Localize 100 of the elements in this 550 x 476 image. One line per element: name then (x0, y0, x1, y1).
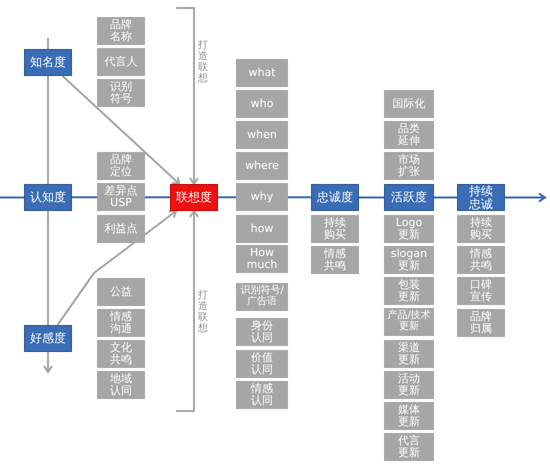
stage-box (24, 325, 72, 352)
highlight-box (170, 184, 218, 211)
box-label: 忠诚度 (316, 191, 354, 204)
arrow (176, 210, 199, 412)
box-label: 持续购买 (469, 217, 493, 241)
attribute-box (311, 246, 359, 274)
attribute-box (457, 277, 505, 305)
box-label: 包装更新 (397, 279, 421, 303)
arrow (43, 352, 53, 373)
attribute-box (97, 215, 145, 243)
attribute-box (97, 183, 145, 211)
connector-line (47, 76, 49, 184)
box-label: why (250, 191, 274, 203)
attribute-box (384, 90, 434, 118)
connector-line (288, 196, 311, 198)
stage-box (24, 49, 72, 76)
connector-line (72, 196, 97, 198)
box-label: 情感共鸣 (323, 248, 347, 272)
stage-box (457, 184, 505, 211)
attribute-box (384, 371, 434, 399)
attribute-box (97, 278, 145, 306)
connector-line (434, 196, 457, 198)
stage-box (311, 184, 359, 211)
connector-line (47, 38, 49, 49)
attribute-box (236, 318, 288, 346)
attribute-box (384, 277, 434, 305)
attribute-box (97, 152, 145, 180)
connector-line (359, 196, 384, 198)
attribute-box (236, 152, 288, 180)
box-label: 利益点 (104, 223, 138, 235)
box-label: Logo 更新 (394, 217, 424, 241)
attribute-box (236, 381, 288, 409)
box-label: 情感沟通 (109, 311, 133, 335)
connector-line (218, 196, 236, 198)
box-label: 情感共鸣 (469, 248, 493, 272)
connector-line (0, 196, 24, 198)
attribute-box (97, 48, 145, 76)
box-label: 公益 (109, 286, 133, 298)
box-label: 认知度 (29, 191, 67, 204)
attribute-box (236, 215, 288, 243)
attribute-box (457, 215, 505, 243)
box-label: 差异点USP (104, 185, 138, 209)
box-label: 渠道更新 (397, 342, 421, 366)
box-label: where (244, 160, 280, 172)
box-label: 媒体更新 (397, 404, 421, 428)
box-label: 品牌名称 (109, 19, 133, 43)
box-label: 品类延伸 (397, 123, 421, 147)
box-label: 品牌归属 (469, 311, 493, 335)
stage-box (384, 184, 434, 211)
attribute-box (384, 215, 434, 243)
box-label: 市场扩张 (397, 154, 421, 178)
attribute-box (97, 17, 145, 45)
box-label: 身份认同 (250, 320, 274, 344)
box-label: 活跃度 (390, 191, 428, 204)
attribute-box (236, 90, 288, 118)
attribute-box (384, 152, 434, 180)
attribute-box (384, 433, 434, 461)
box-label: 代言更新 (397, 435, 421, 459)
box-label: 价值认同 (250, 352, 274, 376)
box-label: how (250, 223, 274, 235)
edge-label: 打造联想 (198, 40, 208, 84)
box-label: 持续购买 (323, 217, 347, 241)
attribute-box (97, 371, 145, 399)
box-label: 品牌定位 (109, 154, 133, 178)
box-label: 联想度 (175, 191, 213, 204)
box-label: 代言人 (104, 56, 138, 68)
box-label: 好感度 (29, 332, 67, 345)
box-label: what (247, 67, 277, 79)
connector-line (145, 196, 170, 198)
arrow (62, 75, 180, 185)
box-label: 文化共鸣 (109, 342, 133, 366)
box-label: 产品/技术更新 (386, 311, 432, 333)
box-label: 持续忠诚 (468, 184, 494, 210)
attribute-box (236, 350, 288, 378)
box-label: 活动更新 (397, 373, 421, 397)
attribute-box (236, 245, 288, 273)
attribute-box (457, 309, 505, 337)
attribute-box (384, 121, 434, 149)
box-label: How much (246, 247, 278, 271)
box-label: 口碑宣传 (469, 279, 493, 303)
box-label: 识别符号/广告语 (239, 286, 285, 308)
box-label: 地域认同 (109, 373, 133, 397)
arrow (176, 7, 199, 185)
box-label: who (250, 98, 274, 110)
attribute-box (97, 79, 145, 107)
box-label: 识别符号 (109, 81, 133, 105)
attribute-box (97, 340, 145, 368)
attribute-box (384, 246, 434, 274)
attribute-box (236, 59, 288, 87)
box-label: 情感认同 (250, 383, 274, 407)
attribute-box (236, 183, 288, 211)
arrow (56, 210, 178, 326)
connector-line (47, 211, 49, 325)
attribute-box (457, 246, 505, 274)
attribute-box (311, 215, 359, 243)
box-label: slogan 更新 (390, 248, 428, 272)
box-label: when (246, 129, 278, 141)
attribute-box (97, 309, 145, 337)
box-label: 知名度 (29, 56, 67, 69)
attribute-box (384, 402, 434, 430)
